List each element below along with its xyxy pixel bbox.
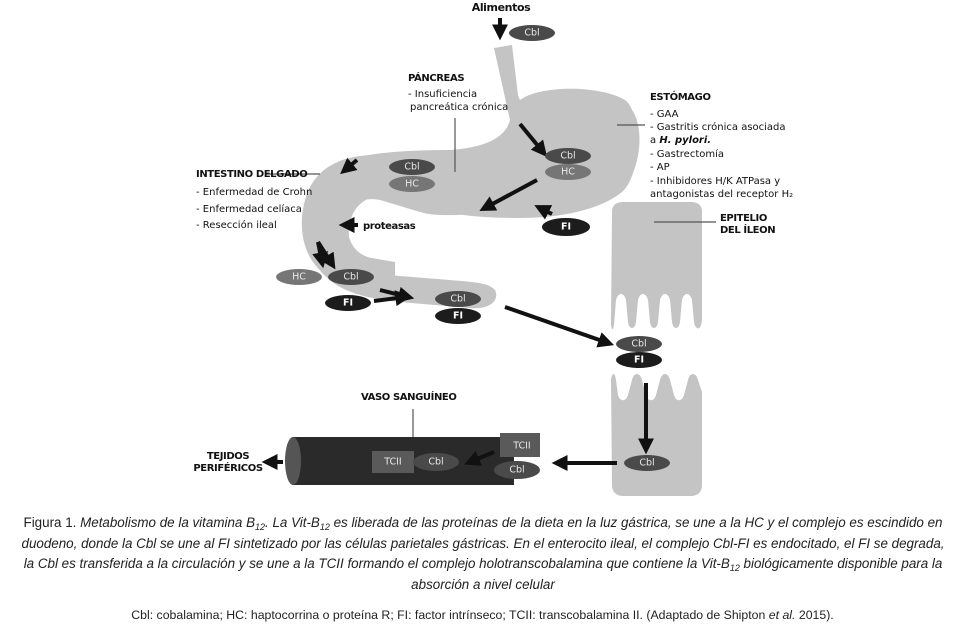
cbl-label-enterocyte: Cbl <box>639 458 654 469</box>
tissues-label-line2: PERIFÉRICOS <box>193 461 263 474</box>
cbl-pill-vessel-bound <box>413 453 459 471</box>
small-intestine-item: - Enfermedad de Crohn <box>196 187 312 198</box>
caption-text: Metabolismo de la vitamina B <box>80 515 255 530</box>
tcii-label-vessel-left: TCII <box>383 457 401 468</box>
fi-pill-ileum <box>616 352 662 368</box>
ileum-label-line1: EPITELIO <box>720 213 767 224</box>
arrow-to-ileum <box>504 305 615 348</box>
et-al: et al. <box>768 608 796 622</box>
figure-number: Figura 1. <box>23 515 81 530</box>
hc-pill-duodenum <box>389 176 435 192</box>
hc-pill-split <box>276 269 322 285</box>
hc-label-split: HC <box>292 272 306 283</box>
cbl-pill-duodenum <box>389 159 435 175</box>
abbreviations-note: Cbl: cobalamina; HC: haptocorrina o prot… <box>0 608 965 622</box>
caption-title: Metabolismo de la vitamina B12. La Vit-B… <box>22 515 945 592</box>
figure-caption: Figura 1. Metabolismo de la vitamina B12… <box>18 513 948 595</box>
fi-pill-stomach <box>542 218 590 236</box>
stomach-annotation: ESTÓMAGO - GAA - Gastritis crónica asoci… <box>650 90 793 200</box>
stomach-item: a H. pylori. <box>650 135 711 146</box>
food-label: Alimentos <box>472 1 531 14</box>
cbl-label-complex: Cbl <box>450 294 465 305</box>
stomach-item: - Gastritis crónica asociada <box>650 121 786 133</box>
tissues-label-line1: TEJIDOS <box>207 451 249 462</box>
ileum-epithelium-lower <box>611 374 702 496</box>
cbl-pill-enterocyte <box>624 455 670 471</box>
esophagus <box>301 45 640 290</box>
subscript: 12 <box>729 563 740 573</box>
arrow-to-duodenum <box>479 178 538 212</box>
arrow-fi-join <box>373 290 412 307</box>
pancreas-title: PÁNCREAS <box>408 71 464 84</box>
subscript: 12 <box>255 522 266 532</box>
hc-pill-stomach <box>545 164 591 180</box>
stomach-item-prefix: a <box>650 135 659 146</box>
cbl-pill-stomach <box>545 148 591 164</box>
stomach-item-hpylori: H. pylori. <box>659 135 711 146</box>
cbl-label-vessel-free: Cbl <box>509 465 524 476</box>
fi-label-complex: FI <box>453 311 463 322</box>
abbreviations-text: Cbl: cobalamina; HC: haptocorrina o prot… <box>131 608 769 622</box>
vitamin-b12-metabolism-diagram: TCII TCII Cbl Cbl HC FI <box>193 1 793 496</box>
pancreas-item: pancreática crónica <box>410 101 508 113</box>
pointer-lines <box>265 118 716 437</box>
cbl-label-vessel-bound: Cbl <box>428 457 443 468</box>
stomach-item: - AP <box>650 162 670 173</box>
caption-text: . La Vit-B <box>265 515 320 530</box>
caption-text: biológicamente disponible para la absorc… <box>411 556 943 592</box>
stomach-item: antagonistas del receptor H₂ <box>650 189 793 200</box>
ileum-epithelium-upper <box>611 202 702 330</box>
blood-vessel-label: VASO SANGUÍNEO <box>361 390 456 403</box>
fi-label-free: FI <box>343 298 353 309</box>
cbl-pill-ileum <box>616 336 662 352</box>
arrow-split-cbl <box>316 240 336 270</box>
subscript: 12 <box>319 522 330 532</box>
small-intestine-item: - Enfermedad celíaca <box>196 203 302 215</box>
fi-pill-free <box>325 295 371 311</box>
cbl-label-food: Cbl <box>524 28 539 39</box>
fi-label-stomach: FI <box>561 222 571 233</box>
molecules: Cbl Cbl HC FI Cbl HC HC Cbl FI Cbl FI Cb… <box>276 25 670 479</box>
arrow-into-stomach <box>518 122 548 157</box>
fi-label-ileum: FI <box>634 355 644 366</box>
flow-arrows <box>261 18 654 471</box>
duodenum <box>303 150 497 309</box>
cbl-label-ileum: Cbl <box>631 339 646 350</box>
cbl-label-duodenum: Cbl <box>404 162 419 173</box>
hc-label-duodenum: HC <box>405 179 419 190</box>
cbl-pill-complex <box>435 291 481 307</box>
hc-label-stomach: HC <box>561 167 575 178</box>
cbl-pill-vessel-free <box>494 461 540 479</box>
ileum-annotation: EPITELIO DEL ÍLEON <box>720 213 776 236</box>
blood-vessel <box>285 433 540 485</box>
caption-text: es liberada de las proteínas de la dieta… <box>21 515 945 571</box>
tcii-label-vessel-right: TCII <box>512 441 530 452</box>
ileum-label-line2: DEL ÍLEON <box>720 223 775 236</box>
stomach-item: - GAA <box>650 109 679 120</box>
citation-year: 2015). <box>795 608 834 622</box>
peripheral-tissues-annotation: TEJIDOS PERIFÉRICOS <box>193 451 263 474</box>
arrow-tcii-bind <box>464 450 495 466</box>
cbl-label-split: Cbl <box>343 272 358 283</box>
small-intestine-annotation: INTESTINO DELGADO - Enfermedad de Crohn … <box>196 169 312 231</box>
stomach-title: ESTÓMAGO <box>650 90 711 103</box>
stomach-item: - Gastrectomía <box>650 148 724 160</box>
cbl-pill-food <box>509 25 555 41</box>
fi-pill-complex <box>435 308 481 324</box>
small-intestine-title: INTESTINO DELGADO <box>196 169 307 180</box>
proteases-label: proteasas <box>363 221 416 232</box>
cbl-label-stomach: Cbl <box>560 151 575 162</box>
arrow-duodenum-in <box>340 157 359 175</box>
stomach-item: - Inhibidores H/K ATPasa y <box>650 176 780 187</box>
pancreas-annotation: PÁNCREAS - Insuficiencia pancreática cró… <box>408 71 508 113</box>
cbl-pill-split <box>328 269 374 285</box>
arrow-fi-in <box>534 205 553 220</box>
small-intestine-item: - Resección ileal <box>196 219 277 231</box>
pancreas-item: - Insuficiencia <box>408 89 477 100</box>
